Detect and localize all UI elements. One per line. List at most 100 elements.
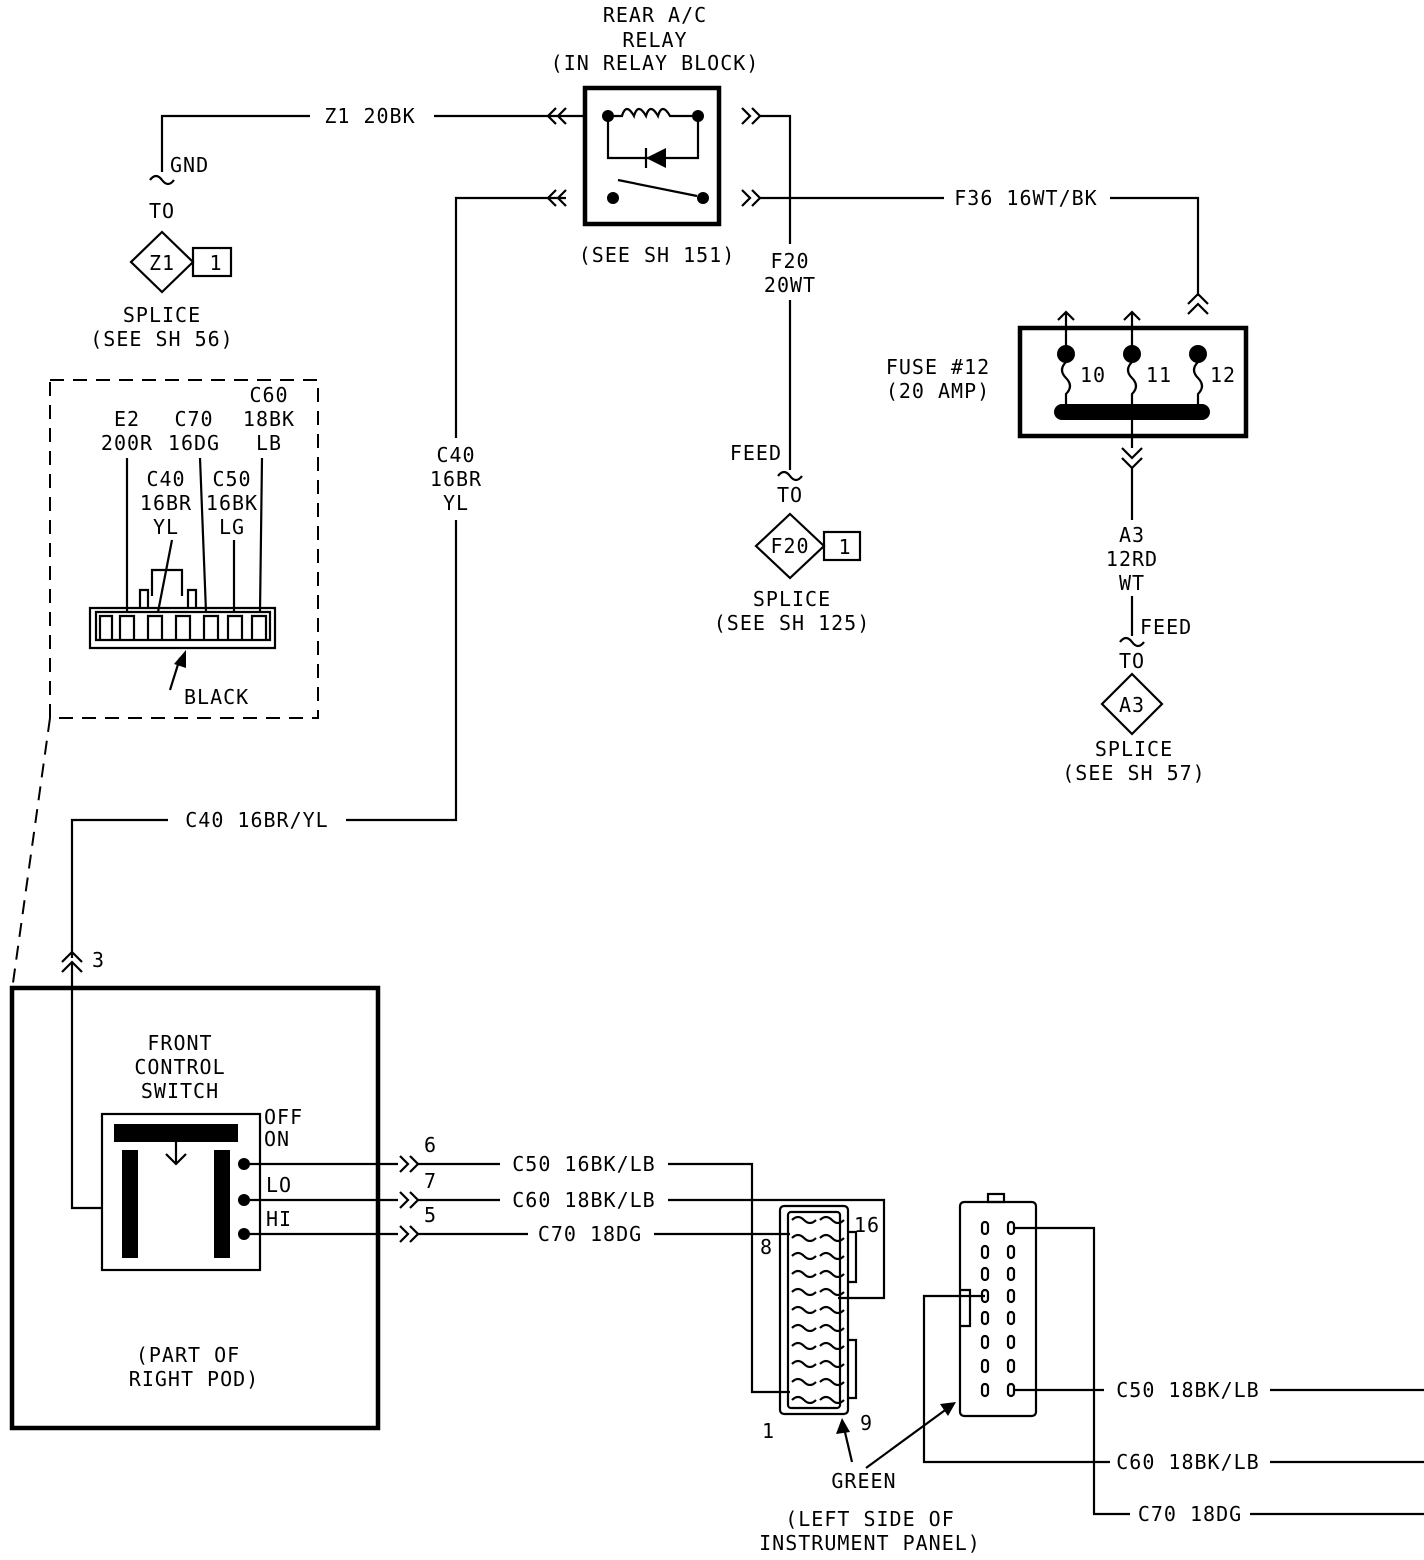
cv-c70-line2: 16DG bbox=[168, 431, 220, 455]
wire-z1: Z1 20BK GND bbox=[149, 104, 585, 186]
splice-a3-label: SPLICE bbox=[1095, 737, 1173, 761]
ip-pin16-label: 16 bbox=[854, 1213, 880, 1237]
relay-switch-terminal-right bbox=[697, 192, 709, 204]
cv-c60-line1: C60 bbox=[249, 383, 288, 407]
switch-on-label: ON bbox=[264, 1127, 290, 1151]
relay-diode-wire bbox=[606, 116, 700, 160]
cv-e2-line2: 200R bbox=[101, 431, 153, 455]
relay-title-line3: (IN RELAY BLOCK) bbox=[551, 51, 760, 75]
f20-feed-label: FEED bbox=[730, 441, 782, 465]
relay-switch-contact bbox=[617, 178, 698, 198]
relay-title-line2: RELAY bbox=[622, 28, 687, 52]
cv-c50-line1: C50 bbox=[212, 467, 251, 491]
cv-c70-line1: C70 bbox=[174, 407, 213, 431]
relay-see-sheet: (SEE SH 151) bbox=[579, 243, 736, 267]
ip-color-label: GREEN bbox=[831, 1469, 896, 1493]
ip-connector-cavities bbox=[791, 1215, 845, 1405]
splice-z1-see: (SEE SH 56) bbox=[90, 327, 233, 351]
switch-pin7-label: 7 bbox=[424, 1169, 437, 1193]
ip-pin9-label: 9 bbox=[860, 1411, 873, 1435]
switch-title-line2: CONTROL bbox=[134, 1055, 225, 1079]
fuse-pin-12: 12 bbox=[1210, 363, 1236, 387]
wire-z1-label: Z1 20BK bbox=[324, 104, 415, 128]
switch-contact-left bbox=[122, 1150, 138, 1258]
relay-box bbox=[582, 85, 722, 227]
wire-break-icon bbox=[149, 174, 175, 186]
ip-location-line2: INSTRUMENT PANEL) bbox=[759, 1531, 981, 1555]
wire-f20-label2: 20WT bbox=[764, 273, 816, 297]
relay-coil-icon bbox=[614, 107, 692, 119]
switch-top-bar bbox=[114, 1124, 238, 1142]
splice-f20: TO F20 1 SPLICE (SEE SH 125) bbox=[714, 483, 870, 635]
wire-c40-vlabel2: 16BR bbox=[430, 467, 482, 491]
ip-mating-connector: C50 18BK/LB C60 18BK/LB C70 18DG bbox=[922, 1192, 1424, 1526]
cv-c40-line1: C40 bbox=[146, 467, 185, 491]
cv-c40-line3: YL bbox=[153, 515, 179, 539]
splice-a3-id: A3 bbox=[1119, 693, 1145, 717]
wire-c50-right-label: C50 18BK/LB bbox=[1116, 1378, 1259, 1402]
splice-z1-diamond bbox=[129, 230, 195, 294]
relay-title-line1: REAR A/C bbox=[603, 3, 707, 27]
a3-feed-label: FEED bbox=[1140, 615, 1192, 639]
splice-a3-to: TO bbox=[1119, 649, 1145, 673]
wire-break-icon bbox=[777, 470, 803, 482]
switch-pin3-label: 3 bbox=[92, 948, 105, 972]
splice-f20-id: F20 bbox=[770, 534, 809, 558]
mating-connector-body bbox=[958, 1200, 1038, 1418]
fuse-title: FUSE #12 bbox=[886, 355, 990, 379]
rear-ac-relay: REAR A/C RELAY (IN RELAY BLOCK) (SEE SH … bbox=[551, 3, 760, 267]
ip-location-line1: (LEFT SIDE OF bbox=[785, 1507, 955, 1531]
fuse-element-10-icon bbox=[1060, 361, 1072, 406]
fuse-bus-bar bbox=[1054, 404, 1210, 420]
fuse-element-12-icon bbox=[1192, 361, 1204, 406]
wire-f36: F36 16WT/BK bbox=[760, 186, 1209, 315]
splice-z1-pin: 1 bbox=[209, 251, 222, 275]
switch-arrow-icon bbox=[165, 1142, 187, 1166]
switch-part-of-line2: RIGHT POD) bbox=[129, 1367, 259, 1391]
wire-c60-right-label: C60 18BK/LB bbox=[1116, 1450, 1259, 1474]
switch-title-line3: SWITCH bbox=[141, 1079, 219, 1103]
switch-body bbox=[100, 1112, 262, 1272]
wire-break-icon bbox=[1119, 636, 1145, 648]
fuse-pin-10: 10 bbox=[1080, 363, 1106, 387]
wire-c50-top-label: C50 16BK/LB bbox=[512, 1152, 655, 1176]
switch-lo-label: LO bbox=[266, 1173, 292, 1197]
wire-f20: F20 20WT FEED bbox=[730, 114, 816, 482]
splice-z1: TO Z1 1 SPLICE (SEE SH 56) bbox=[90, 199, 233, 351]
connector-view-frame bbox=[49, 379, 319, 719]
right-pod-outline bbox=[9, 985, 381, 1431]
relay-switch-terminal-left bbox=[607, 192, 619, 204]
wire-c40: C40 16BR YL C40 16BR/YL 3 bbox=[61, 196, 566, 1210]
fuse-pin-11: 11 bbox=[1146, 363, 1172, 387]
switch-part-of-line1: (PART OF bbox=[136, 1343, 240, 1367]
wire-a3-label3: WT bbox=[1119, 571, 1145, 595]
mating-connector-pins bbox=[980, 1220, 1016, 1398]
connector-view-leader bbox=[11, 717, 51, 991]
front-control-switch: FRONT CONTROL SWITCH OFF ON LO HI (PART … bbox=[9, 985, 381, 1431]
fuse-element-11-icon bbox=[1126, 361, 1138, 406]
relay-diode-icon bbox=[646, 148, 666, 168]
splice-z1-label: SPLICE bbox=[123, 303, 201, 327]
wire-c70-top-label: C70 18DG bbox=[538, 1222, 642, 1246]
splice-a3-see: (SEE SH 57) bbox=[1062, 761, 1205, 785]
cv-c50-line2: 16BK bbox=[206, 491, 258, 515]
switch-hi-label: HI bbox=[266, 1207, 292, 1231]
connector-view: E2 200R C70 16DG C60 18BK LB C40 16BR YL… bbox=[11, 379, 319, 991]
switch-contact-right bbox=[214, 1150, 230, 1258]
wire-c60-top-label: C60 18BK/LB bbox=[512, 1188, 655, 1212]
cv-c60-line3: LB bbox=[256, 431, 282, 455]
fuse-amp: (20 AMP) bbox=[886, 379, 990, 403]
switch-title-line1: FRONT bbox=[147, 1031, 212, 1055]
switch-pin6-label: 6 bbox=[424, 1133, 437, 1157]
wire-a3: A3 12RD WT FEED bbox=[1106, 420, 1192, 648]
wire-c40-vlabel1: C40 bbox=[436, 443, 475, 467]
splice-z1-id: Z1 bbox=[149, 251, 175, 275]
splice-a3-diamond bbox=[1100, 672, 1164, 736]
wire-c40-vlabel3: YL bbox=[443, 491, 469, 515]
switch-pin5-label: 5 bbox=[424, 1203, 437, 1227]
ip-connector-green: 16 8 1 9 GREEN (LEFT SIDE OF INSTRUMENT … bbox=[759, 1204, 981, 1555]
wire-c70-right-label: C70 18DG bbox=[1138, 1502, 1242, 1526]
switch-output-wires: 6 7 5 C50 16BK/LB C60 18BK/LB C70 18DG bbox=[244, 1133, 886, 1394]
wire-c40-hlabel: C40 16BR/YL bbox=[185, 808, 328, 832]
